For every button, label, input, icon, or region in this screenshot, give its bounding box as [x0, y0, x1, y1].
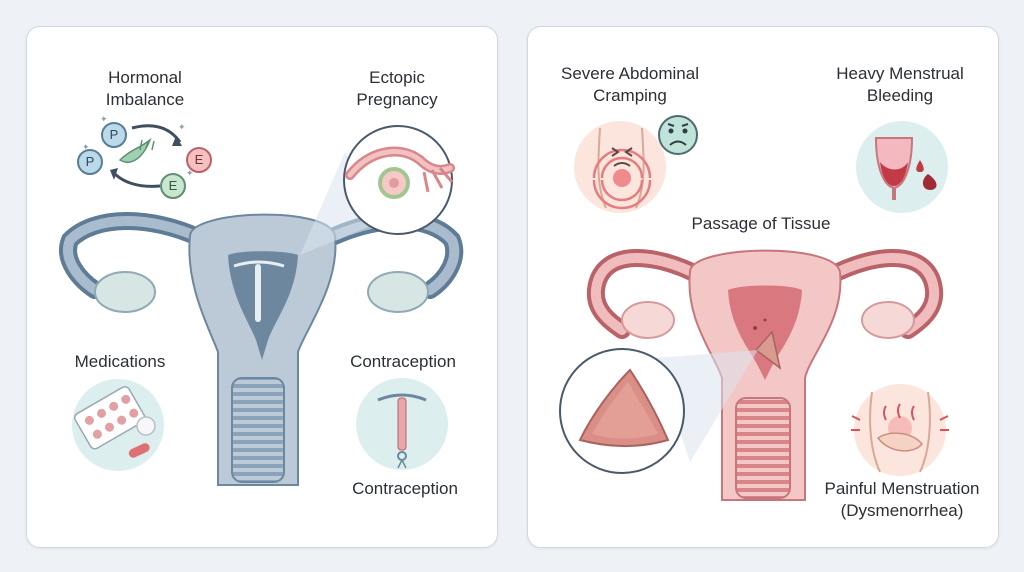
- label-medications: Medications: [74, 352, 166, 371]
- label-abdominal-cramping: Severe Abdominal Cramping: [550, 63, 710, 107]
- svg-text:✦: ✦: [82, 142, 90, 152]
- label-passage-of-tissue: Passage of Tissue: [691, 214, 831, 233]
- label-line: Heavy Menstrual: [836, 64, 964, 83]
- ectopic-zoom-callout: [300, 125, 455, 255]
- hormone-e-badge-2: E: [160, 173, 186, 199]
- label-line: Imbalance: [105, 90, 185, 109]
- label-line: Bleeding: [866, 86, 934, 105]
- label-line: Ectopic: [369, 68, 425, 87]
- svg-text:✦: ✦: [178, 122, 186, 132]
- uterus-diagram-left: [59, 212, 464, 486]
- label-line: Pregnancy: [356, 90, 438, 109]
- painful-menstruation-badge: [851, 384, 949, 476]
- tissue-zoom-callout: [559, 348, 758, 474]
- hormone-e-badge-1: E: [186, 147, 212, 173]
- label-line: (Dysmenorrhea): [840, 501, 964, 520]
- worried-face-icon: [658, 115, 698, 155]
- label-line: Cramping: [593, 86, 667, 105]
- abdominal-cramping-badge: [574, 121, 666, 213]
- svg-text:✦: ✦: [100, 114, 108, 124]
- ovary-left-icon: [94, 271, 156, 313]
- contraception-iud-badge: [356, 378, 448, 470]
- label-contraception-bottom: Contraception: [352, 479, 458, 498]
- iud-inside-icon: [233, 260, 285, 322]
- menstrual-cup-badge: [856, 121, 948, 213]
- hormone-cycle-icon: ✦ ✦ ✦ ✦: [82, 114, 194, 188]
- label-contraception-top: Contraception: [350, 352, 456, 371]
- tissue-fragment-icon: [754, 330, 782, 370]
- svg-text:✦: ✦: [186, 168, 194, 178]
- hormone-p-badge-2: P: [77, 149, 103, 175]
- label-hormonal-imbalance: Hormonal Imbalance: [90, 67, 200, 111]
- label-heavy-bleeding: Heavy Menstrual Bleeding: [824, 63, 976, 107]
- label-dysmenorrhea: Painful Menstruation (Dysmenorrhea): [814, 478, 990, 522]
- hormone-p-badge-1: P: [101, 122, 127, 148]
- label-line: Severe Abdominal: [561, 64, 699, 83]
- ovary-right-icon: [367, 271, 429, 313]
- ovary-left-icon: [621, 301, 675, 339]
- label-line: Painful Menstruation: [824, 479, 980, 498]
- label-line: Hormonal: [108, 68, 182, 87]
- medications-badge: [72, 379, 164, 471]
- label-ectopic-pregnancy: Ectopic Pregnancy: [342, 67, 452, 111]
- ovary-right-icon: [861, 301, 915, 339]
- uterus-diagram-right: [586, 248, 944, 501]
